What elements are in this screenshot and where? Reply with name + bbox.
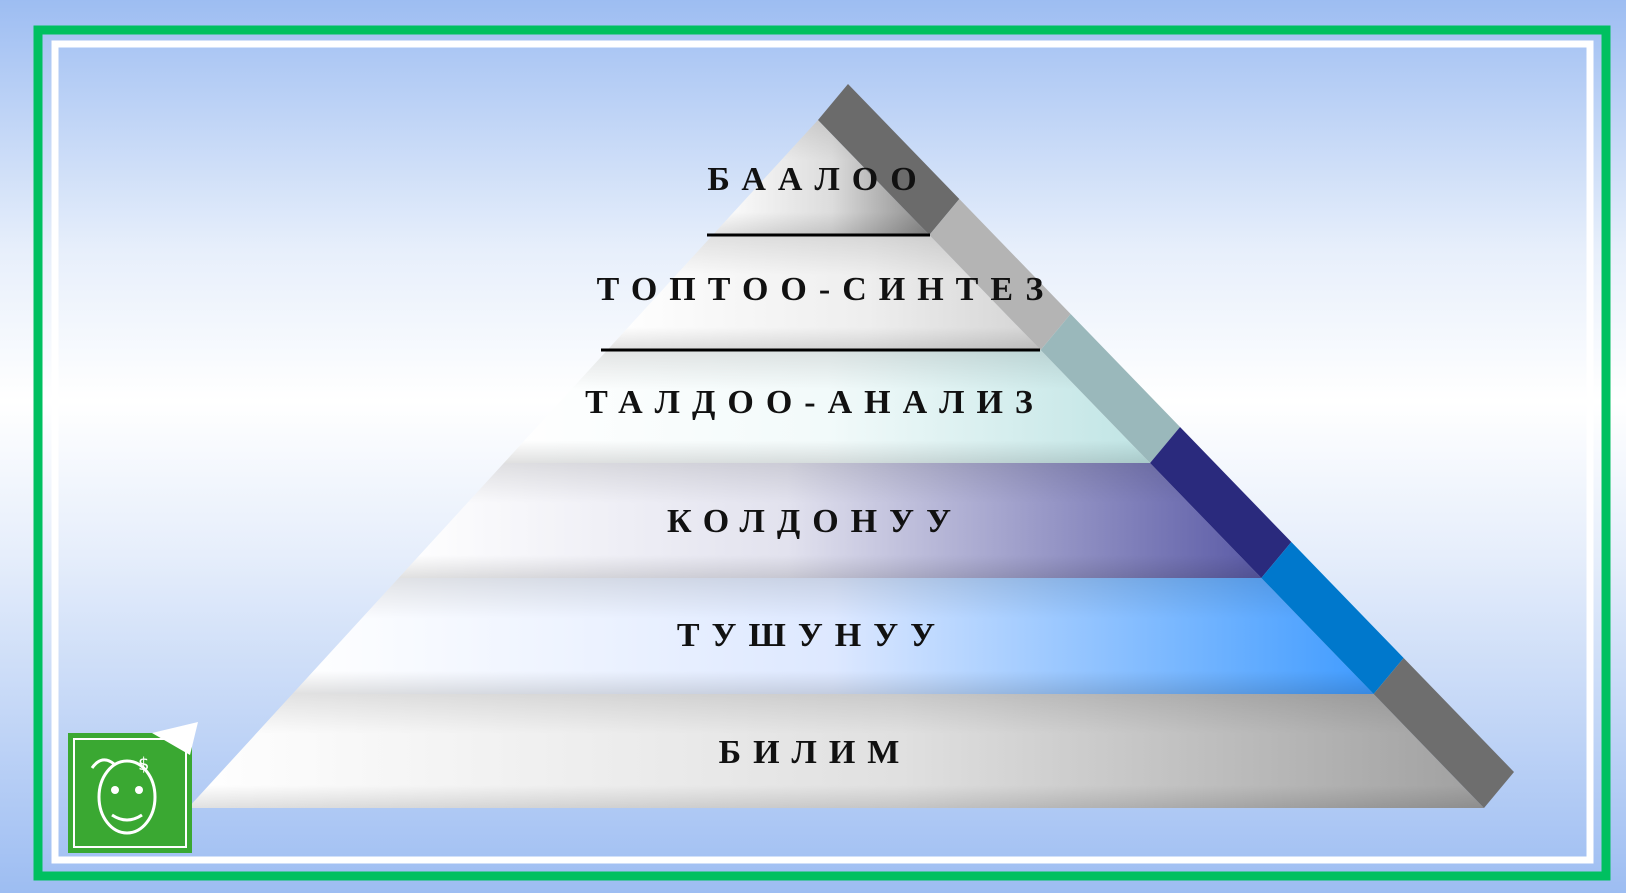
pyramid-side-segment	[1150, 427, 1292, 578]
svg-text:$: $	[138, 754, 149, 775]
outer-frame	[33, 25, 1611, 881]
pyramid-side	[818, 84, 1514, 808]
pyramid-band-shade	[188, 694, 1484, 808]
pyramid-side-segment	[1373, 658, 1514, 808]
pyramid-side-segment	[929, 199, 1071, 350]
level-label-taldoo-analiz: ТАЛДОО-АНАЛИЗ	[585, 384, 1045, 421]
pyramid-band-shade	[398, 463, 1262, 578]
pyramid-side-segment	[1261, 542, 1404, 694]
level-label-tushunuu: ТУШУНУУ	[677, 617, 947, 654]
level-label-baaloo: БААЛОО	[707, 161, 928, 198]
level-label-koldonuu: КОЛДОНУУ	[667, 503, 963, 540]
pyramid-front	[188, 120, 1484, 808]
pyramid-band-shade	[292, 578, 1374, 694]
level-label-toptoo-sintez: ТОПТОО-СИНТЕЗ	[597, 271, 1056, 308]
inner-frame	[51, 40, 1594, 864]
face-logo-icon: $	[68, 722, 198, 853]
pyramid-side-segment	[1040, 314, 1181, 463]
pyramid-side-segment	[818, 84, 960, 235]
pyramid-band-shade	[712, 120, 930, 235]
level-label-bilim: БИЛИМ	[719, 734, 912, 771]
pyramid-band-shade	[503, 350, 1151, 463]
pyramid-band-shade	[607, 235, 1041, 350]
